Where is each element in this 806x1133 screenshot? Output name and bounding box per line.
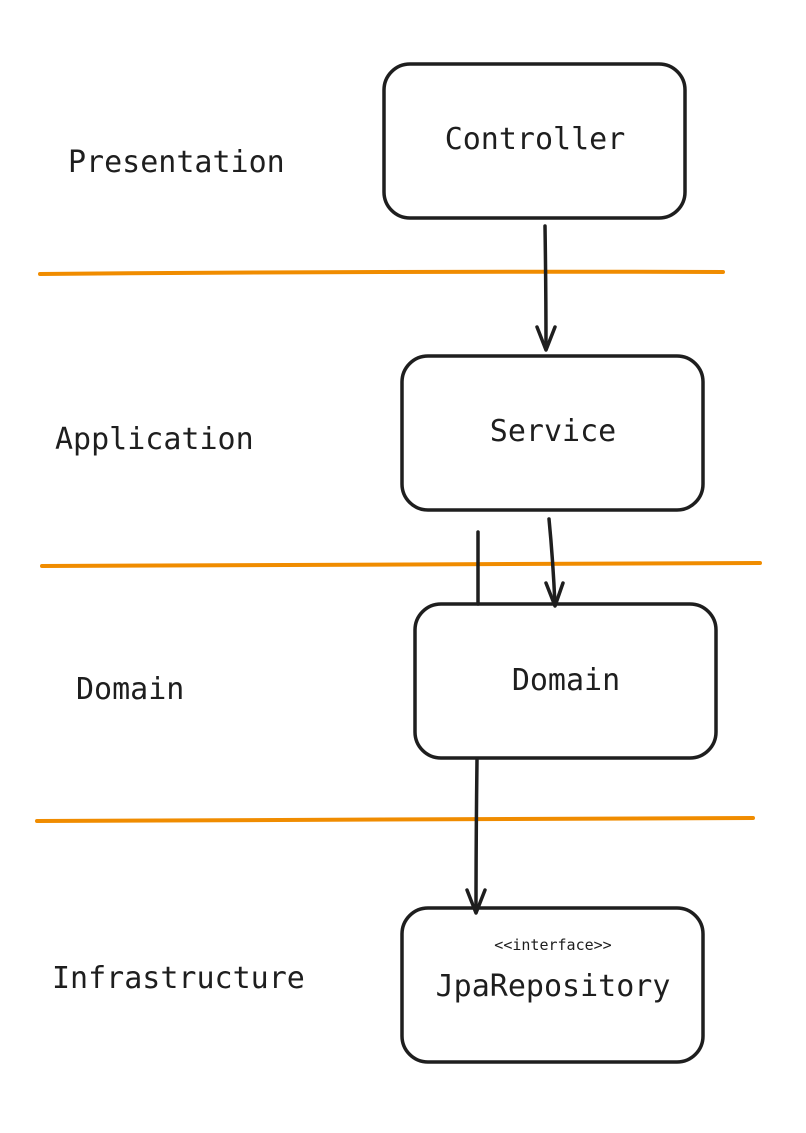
- arrow-controller-to-service-head: [535, 325, 557, 352]
- controller-box[interactable]: Controller: [382, 62, 687, 220]
- layer-divider-presentation-application: [38, 269, 725, 276]
- layer-label-presentation: Presentation: [68, 145, 285, 180]
- arrow-controller-to-service-shaft: [543, 224, 548, 351]
- jpa-repository-box[interactable]: <<interface>> JpaRepository: [400, 906, 705, 1064]
- layer-divider-domain-infrastructure: [35, 816, 755, 823]
- arrow-service-to-repository-head: [465, 888, 487, 915]
- arrow-service-to-repository-shaft-lower: [474, 758, 479, 914]
- service-box-title: Service: [490, 414, 616, 449]
- layer-label-application: Application: [55, 422, 254, 457]
- arrow-service-to-domain-head: [544, 581, 565, 608]
- domain-box-outline: [413, 602, 718, 760]
- arrow-service-to-domain-shaft: [547, 517, 557, 607]
- arrow-service-to-repository: [465, 530, 487, 915]
- controller-box-title: Controller: [445, 122, 626, 157]
- service-box[interactable]: Service: [400, 354, 705, 512]
- layer-label-infrastructure: Infrastructure: [52, 961, 305, 996]
- domain-box-title: Domain: [512, 663, 620, 698]
- domain-box[interactable]: Domain: [413, 602, 718, 760]
- layer-label-domain: Domain: [76, 672, 184, 707]
- service-box-outline: [400, 354, 705, 512]
- layer-divider-application-domain: [40, 561, 762, 568]
- arrow-controller-to-service: [535, 224, 557, 352]
- arrow-service-to-domain: [544, 517, 565, 608]
- controller-box-outline: [382, 62, 687, 220]
- jpa-repository-stereotype: <<interface>>: [494, 936, 611, 954]
- jpa-repository-box-title: JpaRepository: [436, 969, 671, 1004]
- jpa-repository-box-outline: [400, 906, 705, 1064]
